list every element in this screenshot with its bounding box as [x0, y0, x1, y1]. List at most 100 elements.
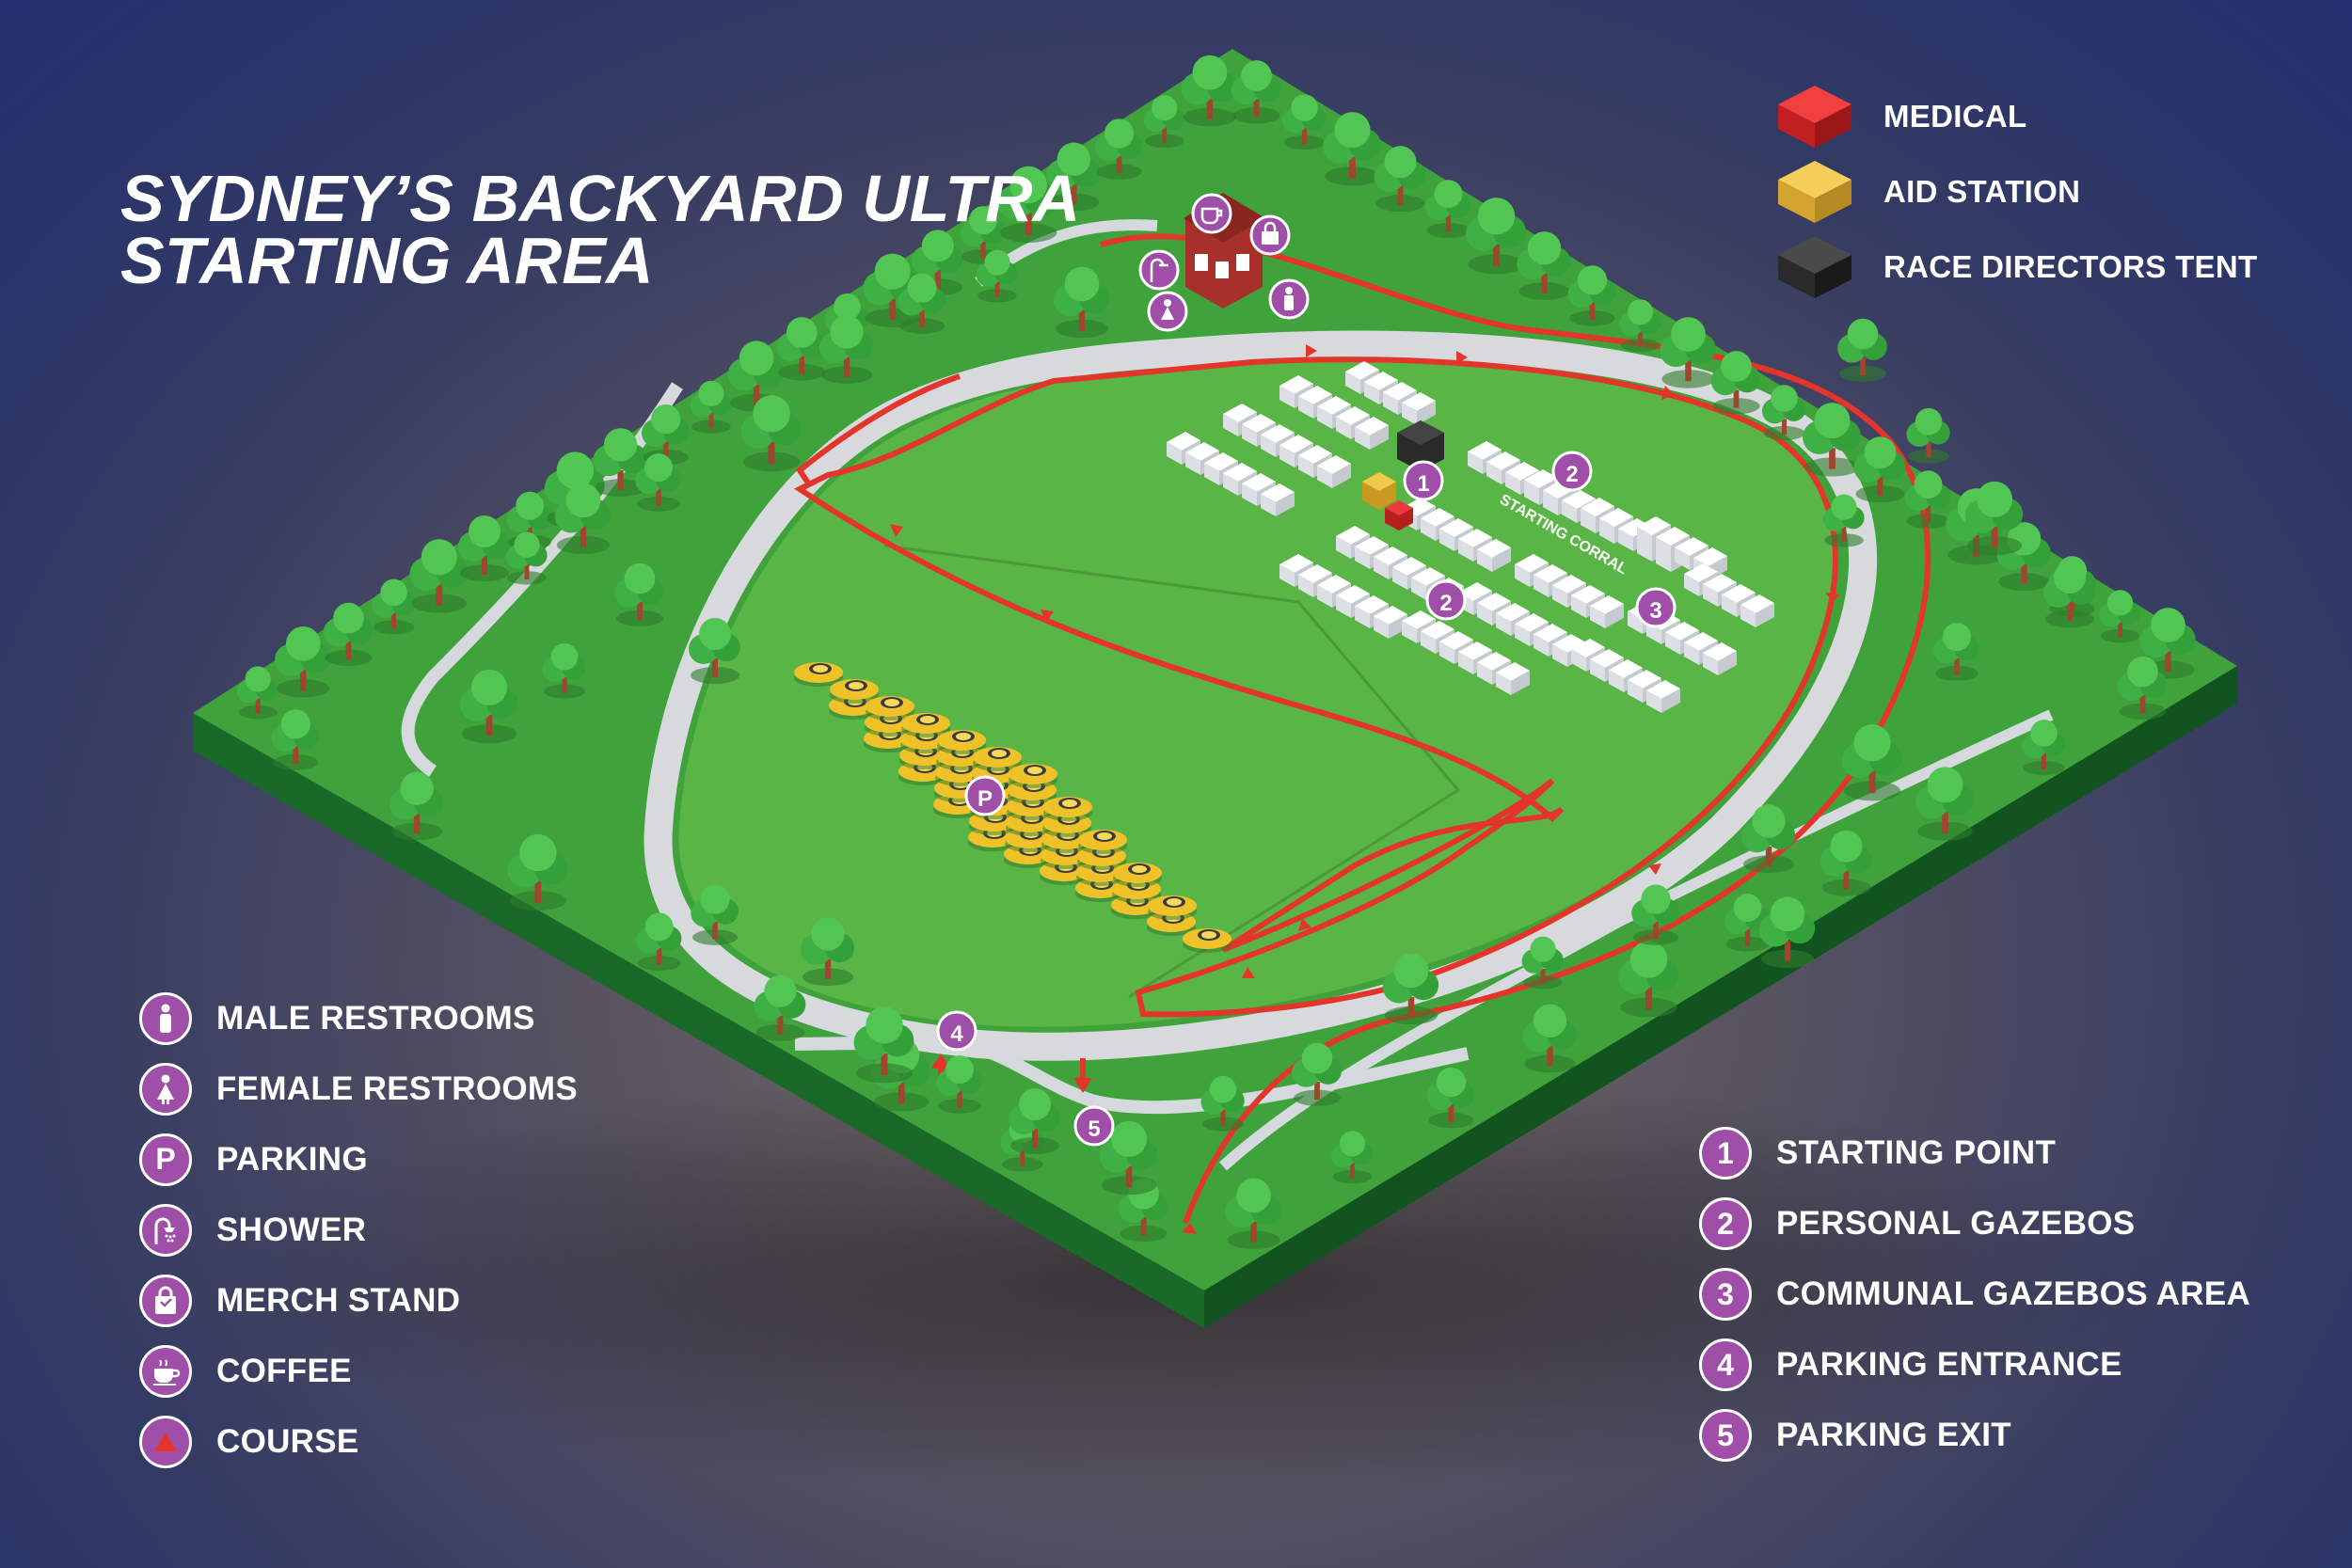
map-marker-2-south[interactable]: 2: [1425, 579, 1467, 621]
tree: [2117, 656, 2168, 721]
tree: [2099, 590, 2141, 643]
tree: [1841, 724, 1902, 801]
tree: [1803, 403, 1861, 477]
car: [1009, 764, 1057, 788]
tree: [691, 884, 739, 945]
tree: [236, 666, 278, 720]
legend-label-race-directors-tent: RACE DIRECTORS TENT: [1883, 249, 2258, 284]
map-marker-parking[interactable]: P: [964, 775, 1006, 816]
tree: [1517, 231, 1571, 300]
tree: [1374, 146, 1426, 213]
tree: [1822, 494, 1865, 547]
tree: [800, 917, 855, 987]
coffee-icon: [139, 1344, 192, 1398]
gazebo: [1355, 417, 1389, 450]
medical-cube: [1385, 500, 1413, 531]
tree: [1820, 830, 1872, 896]
legend-label-parking: PARKING: [216, 1140, 368, 1178]
car: [1148, 895, 1197, 920]
map-marker-4[interactable]: 4: [936, 1010, 977, 1052]
map-marker-4-label: 4: [950, 1022, 963, 1047]
tree: [1761, 385, 1806, 441]
tree: [853, 1006, 914, 1084]
tree: [593, 428, 647, 497]
tree: [1143, 95, 1185, 149]
map-marker-2-north-label: 2: [1565, 462, 1578, 487]
map-marker-1[interactable]: 1: [1403, 460, 1444, 501]
map-marker-shower[interactable]: [1138, 249, 1180, 291]
tree: [459, 669, 518, 744]
tree: [1906, 407, 1950, 464]
tree: [635, 912, 682, 972]
tree: [1382, 953, 1439, 1025]
running-track: [644, 330, 1877, 1061]
legend-item-personal-gazebos: 2 PERSONAL GAZEBOS: [1699, 1196, 2250, 1252]
map-marker-5[interactable]: 5: [1073, 1105, 1115, 1147]
legend-label-medical: MEDICAL: [1883, 99, 2027, 134]
tree: [505, 531, 548, 585]
tree: [1521, 936, 1564, 990]
legend-item-shower: SHOWER: [139, 1201, 578, 1259]
tree: [936, 1055, 982, 1114]
car: [901, 713, 950, 737]
trail-road-southeast: [1218, 709, 2054, 1171]
legend-item-parking: P PARKING: [139, 1131, 578, 1188]
tree: [2139, 608, 2196, 679]
car: [1078, 830, 1127, 854]
tree: [389, 771, 444, 841]
map-marker-3-label: 3: [1649, 598, 1661, 624]
tree: [275, 626, 331, 698]
tree: [1323, 112, 1381, 186]
tree: [1331, 1131, 1374, 1184]
tree: [1964, 481, 2024, 556]
male-icon: [139, 991, 192, 1045]
tree: [1231, 60, 1281, 124]
legend-label-merch-stand: MERCH STAND: [216, 1281, 461, 1319]
map-marker-5-label: 5: [1088, 1117, 1100, 1142]
tree: [1660, 317, 1716, 388]
parking-icon: P: [139, 1132, 192, 1186]
tree: [507, 833, 568, 911]
tree: [1281, 94, 1327, 150]
car: [1043, 797, 1092, 821]
tree: [271, 709, 320, 770]
gazebo-area: [1167, 361, 1774, 713]
legend-label-course: COURSE: [216, 1422, 359, 1460]
car: [1113, 863, 1162, 887]
map-marker-male-restroom[interactable]: [1268, 278, 1310, 320]
tree: [776, 317, 827, 381]
map-marker-coffee[interactable]: [1191, 193, 1232, 234]
map-marker-merch[interactable]: [1249, 214, 1291, 256]
tree: [1466, 198, 1526, 275]
gazebo: [1402, 392, 1436, 425]
shower-icon: [139, 1203, 192, 1257]
gazebo: [1261, 483, 1295, 516]
base-left-side: [193, 713, 1204, 1328]
race-directors-tent: [1397, 420, 1444, 471]
car: [973, 747, 1022, 771]
legend-label-parking-entrance: PARKING ENTRANCE: [1776, 1346, 2122, 1383]
car: [866, 696, 914, 721]
gazebo: [1496, 662, 1530, 695]
structures-legend: MEDICAL AID STATION RACE DIRECTORS TENT: [1774, 84, 2258, 312]
tree: [1181, 55, 1238, 127]
tree: [818, 315, 874, 385]
tree: [997, 166, 1058, 243]
legend-item-merch-stand: MERCH STAND: [139, 1272, 578, 1329]
tree: [409, 539, 469, 613]
red-cube-icon: [1774, 84, 1855, 150]
legend-item-starting-point: 1 STARTING POINT: [1699, 1125, 2250, 1181]
map-marker-3[interactable]: 3: [1635, 587, 1677, 628]
number-1-badge: 1: [1699, 1127, 1752, 1180]
tree: [458, 515, 510, 581]
legend-item-medical: MEDICAL: [1774, 84, 2257, 150]
gazebo: [1590, 595, 1624, 628]
legend-item-coffee: COFFEE: [139, 1342, 578, 1400]
inner-track-line: [883, 544, 1461, 999]
map-marker-female-restroom[interactable]: [1147, 291, 1188, 332]
map-marker-2-north[interactable]: 2: [1551, 451, 1593, 492]
tree: [1225, 1178, 1281, 1250]
tree: [898, 273, 946, 334]
aid-station-cube: [1362, 472, 1396, 510]
